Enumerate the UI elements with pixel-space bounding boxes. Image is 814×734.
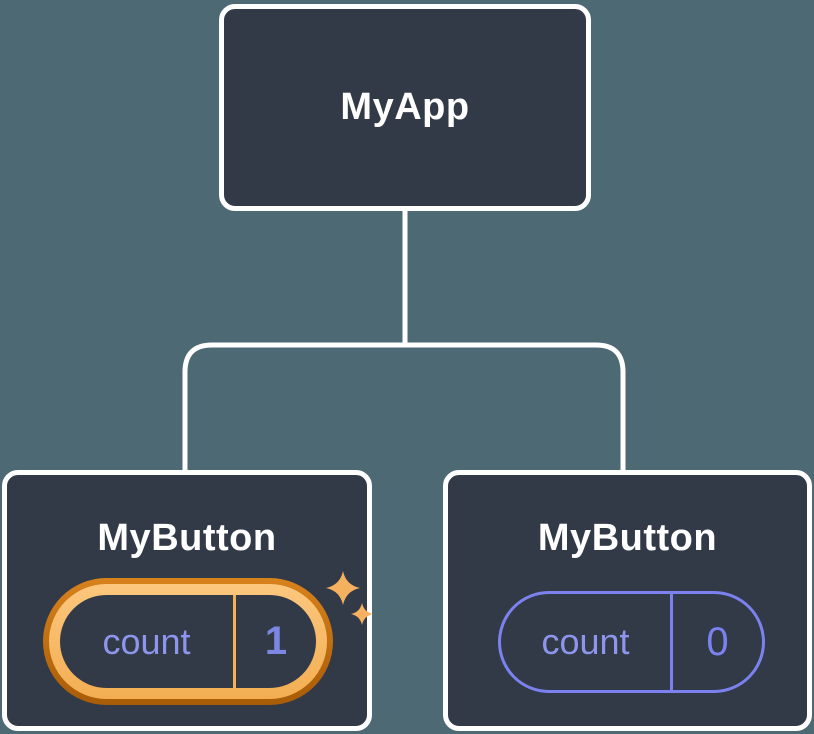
node-label-mybutton-left: MyButton [97, 517, 277, 559]
state-key-cell: count [60, 595, 233, 688]
tree-node-mybutton-right: MyButton count 0 [443, 470, 812, 731]
connector-branch [182, 342, 626, 472]
state-pill-core: count 1 [60, 595, 316, 688]
tree-node-myapp: MyApp [219, 4, 591, 211]
state-pill-divider [670, 594, 673, 690]
state-pill-highlighted: count 1 [43, 578, 333, 705]
state-key-cell: count [501, 594, 670, 690]
sparkle-small [351, 603, 373, 625]
sparkles-icon [326, 571, 373, 625]
state-key-label: count [102, 620, 191, 662]
state-pill-divider [233, 595, 236, 688]
state-pill-gold-ring: count 1 [49, 584, 327, 699]
state-value-cell: 1 [236, 595, 316, 688]
state-value: 1 [264, 619, 288, 663]
node-label-mybutton-right: MyButton [537, 517, 718, 559]
state-pill-normal: count 0 [498, 591, 765, 693]
state-value-cell: 0 [673, 594, 762, 690]
node-label-myapp: MyApp [340, 86, 470, 128]
sparkle-large [326, 571, 360, 605]
tree-node-mybutton-left: MyButton count 1 [2, 470, 373, 731]
state-key-label: count [541, 621, 630, 662]
state-value: 0 [706, 619, 729, 664]
